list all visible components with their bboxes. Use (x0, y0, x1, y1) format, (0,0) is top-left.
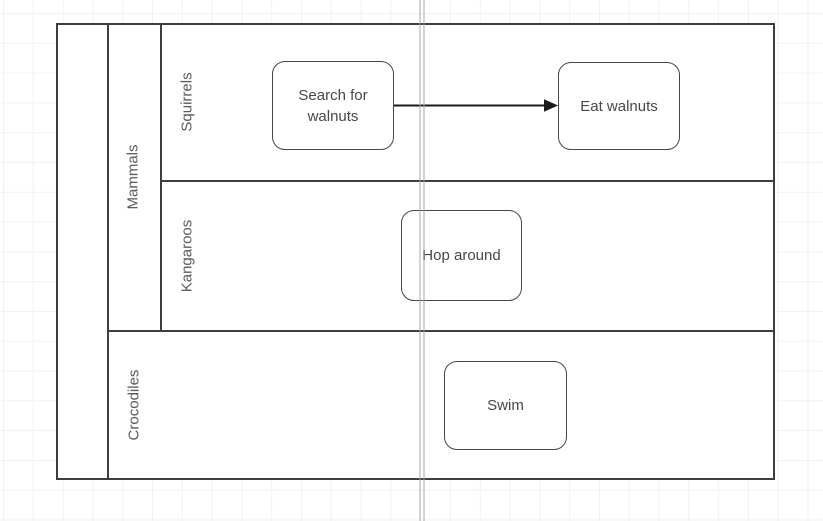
mammals-lane-title-separator (160, 25, 162, 332)
task-search-for-walnuts[interactable]: Search for walnuts (272, 61, 394, 150)
lane-label-mammals[interactable]: Mammals (124, 144, 142, 210)
task-hop-around[interactable]: Hop around (401, 210, 522, 301)
lane-label-squirrels[interactable]: Squirrels (178, 72, 196, 132)
sequence-flow-arrow[interactable] (394, 93, 560, 118)
squirrels-kangaroos-separator (160, 180, 773, 182)
task-eat-walnuts[interactable]: Eat walnuts (558, 62, 680, 150)
task-swim[interactable]: Swim (444, 361, 567, 450)
lane-label-crocodiles[interactable]: Crocodiles (125, 369, 143, 441)
pool-title-separator (107, 25, 109, 478)
mammals-crocodiles-separator (107, 330, 773, 332)
arrow-head-icon (544, 99, 558, 112)
lane-label-kangaroos[interactable]: Kangaroos (178, 219, 196, 293)
bpmn-pool[interactable]: Mammals Squirrels Kangaroos Crocodiles S… (56, 23, 775, 480)
